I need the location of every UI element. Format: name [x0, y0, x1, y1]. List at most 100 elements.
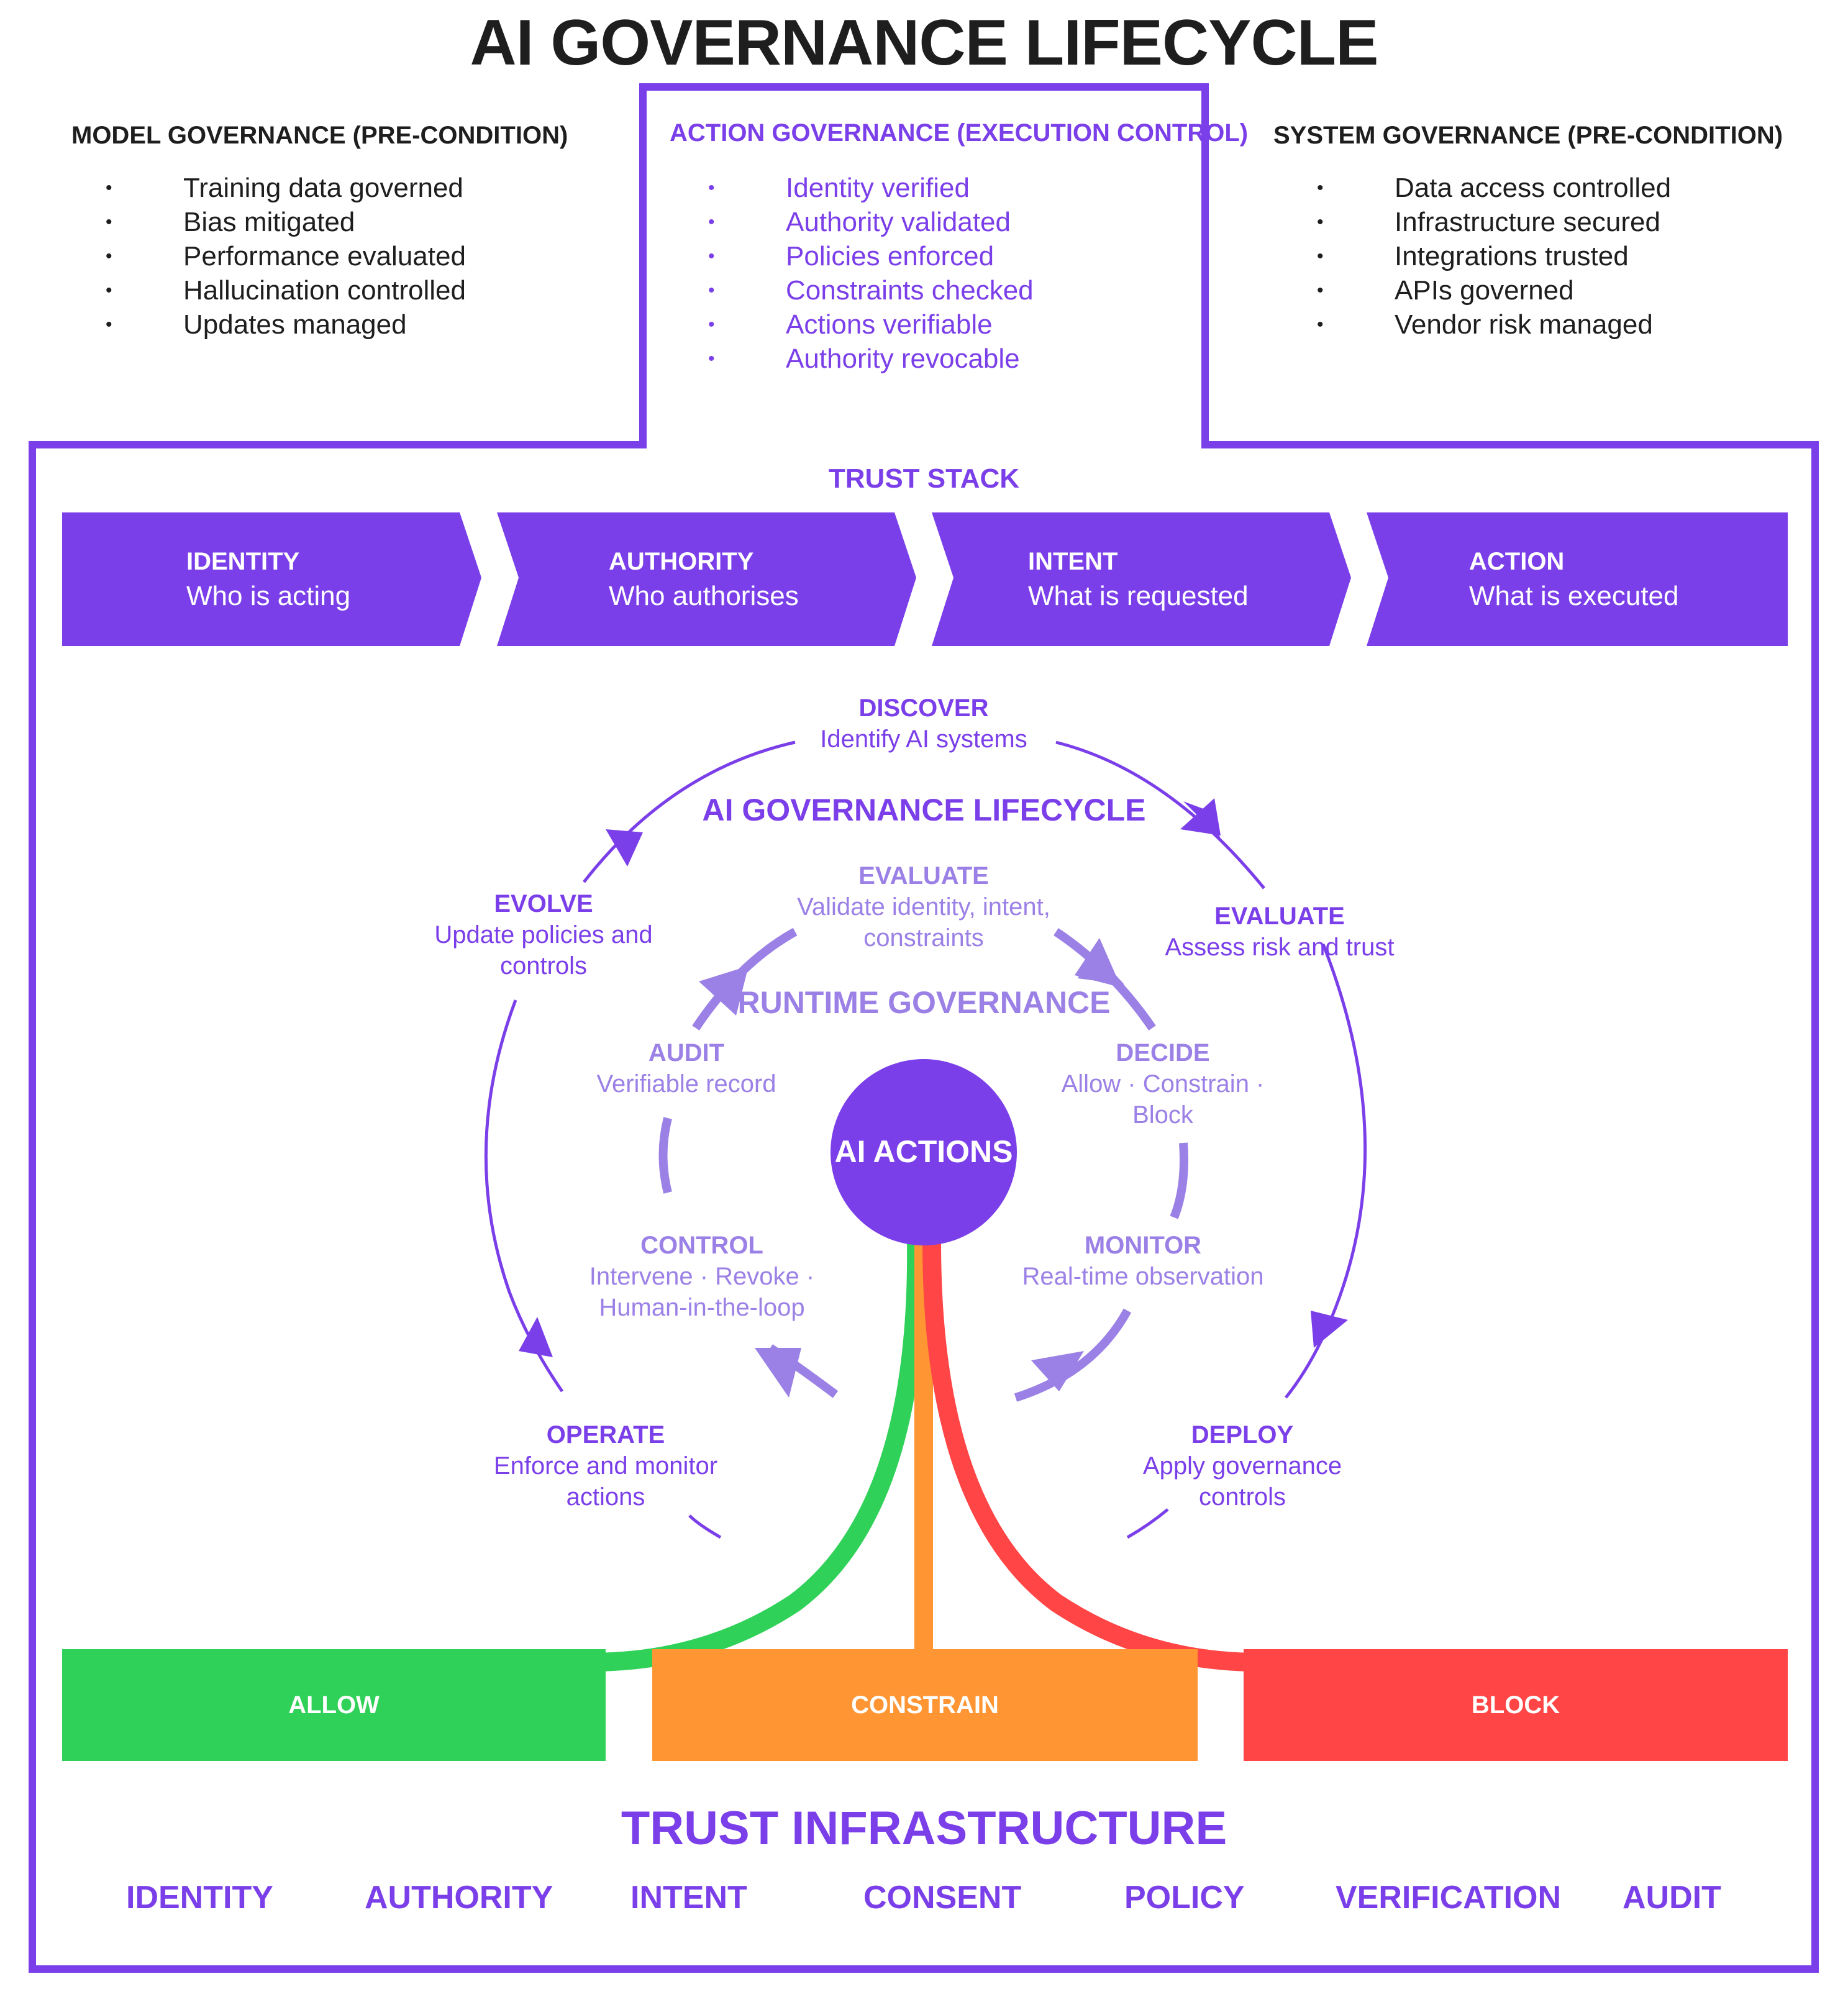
trust-step-label: IDENTITY: [186, 548, 300, 575]
stage-desc: actions: [566, 1483, 645, 1511]
stage-evolve: EVOLVE Update policies and controls: [419, 888, 668, 981]
stage-label: DISCOVER: [858, 694, 989, 722]
stage-discover: DISCOVER Identify AI systems: [799, 693, 1048, 755]
trust-step-label: INTENT: [1028, 548, 1118, 575]
stage-desc: Identify AI systems: [820, 726, 1027, 753]
system-governance-list: Data access controlled Infrastructure se…: [1317, 171, 1671, 342]
trust-step-label: AUTHORITY: [609, 548, 754, 575]
infra-item-verification: VERIFICATION: [1336, 1880, 1562, 1916]
chevron-identity: [62, 512, 481, 646]
infra-item-audit: AUDIT: [1623, 1880, 1721, 1916]
list-item: Identity verified: [708, 171, 1034, 205]
trust-step-label: ACTION: [1469, 548, 1565, 575]
runtime-decide: DECIDE Allow · Constrain · Block: [1039, 1037, 1287, 1130]
stage-desc: controls: [499, 952, 588, 980]
list-item: Constraints checked: [708, 273, 1034, 307]
stage-desc: Block: [1132, 1101, 1193, 1129]
model-governance-title: MODEL GOVERNANCE (PRE-CONDITION): [71, 122, 568, 149]
runtime-monitor: MONITOR Real-time observation: [1013, 1230, 1273, 1292]
ring-arrow-evolve: [606, 829, 643, 867]
list-item: Authority validated: [708, 205, 1034, 239]
infra-item-policy: POLICY: [1124, 1880, 1245, 1916]
stage-desc: Verifiable record: [596, 1070, 776, 1098]
runtime-evaluate: EVALUATE Validate identity, intent, cons…: [768, 860, 1079, 953]
flow-block: [922, 1242, 1318, 1672]
stage-label: CONTROL: [640, 1232, 763, 1259]
model-governance-list: Training data governed Bias mitigated Pe…: [106, 171, 466, 342]
stage-desc: Apply governance: [1142, 1452, 1342, 1480]
trust-step-action: ACTION What is executed: [1469, 544, 1679, 614]
list-item: Infrastructure secured: [1317, 205, 1671, 239]
stage-label: AUDIT: [648, 1039, 725, 1067]
stage-desc: Assess risk and trust: [1165, 934, 1395, 961]
runtime-audit: AUDIT Verifiable record: [562, 1037, 811, 1099]
list-item: Updates managed: [106, 307, 466, 342]
flow-allow: [530, 1242, 926, 1672]
chevron-intent: [932, 512, 1351, 646]
infra-item-intent: INTENT: [630, 1880, 747, 1916]
stage-label: OPERATE: [546, 1421, 665, 1449]
trust-step-desc: Who is acting: [186, 581, 351, 611]
trust-step-identity: IDENTITY Who is acting: [186, 544, 350, 614]
stage-evaluate: EVALUATE Assess risk and trust: [1155, 901, 1404, 963]
outer-frame: [29, 83, 1819, 1973]
decision-allow: ALLOW: [62, 1649, 606, 1761]
infra-item-consent: CONSENT: [863, 1880, 1022, 1916]
stage-label: EVALUATE: [1214, 903, 1345, 930]
stage-operate: OPERATE Enforce and monitor actions: [481, 1419, 730, 1513]
page-title: AI GOVERNANCE LIFECYCLE: [470, 7, 1379, 79]
trust-step-desc: Who authorises: [609, 581, 799, 611]
stage-desc: Allow · Constrain ·: [1061, 1070, 1265, 1098]
runtime-arrow-control: [755, 1348, 801, 1398]
infra-item-identity: IDENTITY: [126, 1880, 273, 1916]
stage-desc: Intervene · Revoke ·: [589, 1263, 815, 1290]
list-item: Actions verifiable: [708, 307, 1034, 342]
chevron-authority: [497, 512, 916, 646]
chevron-action: [1367, 512, 1788, 646]
list-item: Vendor risk managed: [1317, 307, 1671, 342]
stage-desc: Validate identity, intent,: [797, 893, 1050, 921]
decision-constrain: CONSTRAIN: [652, 1649, 1198, 1761]
trust-step-authority: AUTHORITY Who authorises: [609, 544, 799, 614]
runtime-title: RUNTIME GOVERNANCE: [737, 985, 1111, 1020]
trust-step-intent: INTENT What is requested: [1028, 544, 1249, 614]
trust-stack-title: TRUST STACK: [828, 463, 1020, 494]
stage-desc: controls: [1198, 1483, 1286, 1511]
list-item: Bias mitigated: [106, 205, 466, 239]
list-item: Training data governed: [106, 171, 466, 205]
stage-desc: Real-time observation: [1022, 1263, 1264, 1290]
list-item: APIs governed: [1317, 273, 1671, 307]
ai-actions-node: [831, 1059, 1017, 1245]
list-item: Data access controlled: [1317, 171, 1671, 205]
decision-block: BLOCK: [1244, 1649, 1788, 1761]
ring-arrow-deploy: [1311, 1311, 1348, 1348]
stage-desc: Update policies and: [434, 921, 653, 948]
stage-desc: Human-in-the-loop: [599, 1294, 805, 1321]
stage-label: DECIDE: [1116, 1039, 1210, 1067]
trust-step-desc: What is requested: [1028, 581, 1249, 611]
lifecycle-title: AI GOVERNANCE LIFECYCLE: [702, 793, 1146, 827]
stage-label: MONITOR: [1084, 1232, 1202, 1259]
system-governance-title: SYSTEM GOVERNANCE (PRE-CONDITION): [1273, 122, 1783, 149]
list-item: Policies enforced: [708, 239, 1034, 273]
action-governance-title: ACTION GOVERNANCE (EXECUTION CONTROL): [670, 119, 1249, 147]
stage-label: DEPLOY: [1191, 1421, 1294, 1449]
trust-step-desc: What is executed: [1469, 581, 1679, 611]
stage-label: EVOLVE: [494, 890, 593, 917]
ring-arrow-operate: [519, 1317, 553, 1357]
stage-desc: constraints: [863, 924, 984, 952]
list-item: Authority revocable: [708, 342, 1034, 376]
ai-actions-label: AI ACTIONS: [834, 1134, 1013, 1169]
runtime-arrow-audit: [699, 966, 749, 1016]
trust-infrastructure-title: TRUST INFRASTRUCTURE: [621, 1802, 1227, 1855]
stage-deploy: DEPLOY Apply governance controls: [1118, 1419, 1367, 1513]
stage-label: EVALUATE: [858, 862, 989, 889]
action-governance-list: Identity verified Authority validated Po…: [708, 171, 1034, 376]
stage-desc: Enforce and monitor: [493, 1452, 718, 1480]
runtime-control: CONTROL Intervene · Revoke · Human-in-th…: [559, 1230, 845, 1323]
list-item: Performance evaluated: [106, 239, 466, 273]
list-item: Hallucination controlled: [106, 273, 466, 307]
runtime-arrow-monitor: [1031, 1351, 1084, 1391]
infra-item-authority: AUTHORITY: [365, 1880, 553, 1916]
